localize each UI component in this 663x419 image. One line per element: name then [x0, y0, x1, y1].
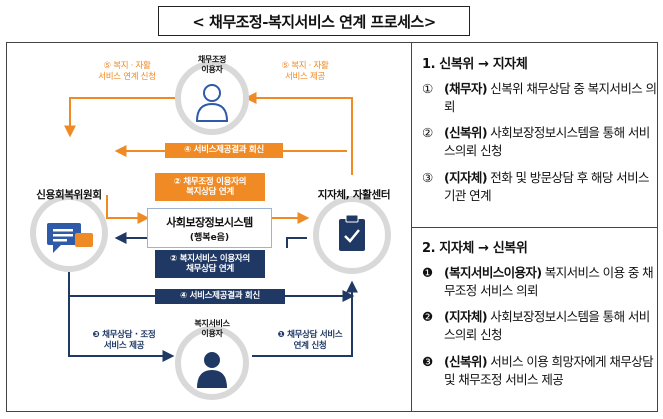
orange-request-box: ② 채무조정 이용자의 복지상담 연계	[155, 173, 265, 201]
right-org-label: 지자체, 자활센터	[317, 189, 391, 201]
section-2-item-3: ❸ (신복위) 서비스 이용 희망자에게 채무상담 및 채무조정 서비스 제공	[422, 353, 654, 387]
system-name: 사회보장정보시스템	[166, 215, 253, 229]
process-diagram: 채무조정 이용자 복지서비스 이용자 신용회복위원회 지자체, 자활센터 ⑤ 복…	[7, 43, 411, 411]
horizontal-divider	[411, 227, 658, 228]
flow-bottom-left-label: ❸ 채무상담 · 조정 서비스 제공	[92, 330, 156, 351]
arrow-orange-request	[106, 195, 150, 224]
orange-return-bar: ④ 서비스제공결과 회신	[165, 143, 283, 158]
diagram-title: < 채무조정-복지서비스 연계 프로세스>	[158, 6, 470, 36]
flow-bottom-right-label: ❶ 채무상담 서비스 연계 신청	[277, 330, 343, 351]
social-security-system-box: 사회보장정보시스템 (행복e음)	[147, 208, 272, 248]
clipboard-icon	[339, 214, 365, 251]
section-2-title: 2. 지자체 → 신복위	[422, 241, 528, 256]
arrow-bottom-left	[68, 258, 175, 362]
navy-request-box: ② 복지서비스 이용자의 채무상담 연계	[155, 250, 265, 278]
system-subname: (행복e음)	[189, 232, 230, 243]
person-outline-icon	[195, 84, 229, 122]
left-org-label: 신용회복위원회	[36, 189, 102, 201]
arrow-navy-request	[286, 237, 307, 248]
flow-top-left-label: ⑤ 복지 · 자활 서비스 연계 신청	[98, 61, 156, 82]
arrow-top-right	[244, 92, 353, 175]
panel-section-2: 2. 지자체 → 신복위 ❶ (복지서비스이용자) 복지서비스 이용 중 채무조…	[412, 228, 657, 389]
section-1-title: 1. 신복위 → 지자체	[422, 57, 528, 72]
section-2-item-1: ❶ (복지서비스이용자) 복지서비스 이용 중 채무조정 서비스 의뢰	[422, 265, 654, 299]
chat-bubbles-icon	[47, 223, 93, 253]
section-2-item-2: ❷ (지자체) 사회보장정보시스템을 통해 서비스의뢰 신청	[422, 309, 650, 343]
bottom-user-label: 복지서비스 이용자	[194, 319, 230, 338]
section-1-item-1: ① (채무자) 신복위 채무상담 중 복지서비스 의뢰	[422, 81, 657, 115]
top-user-label: 채무조정 이용자	[197, 55, 227, 74]
top-user-circle	[175, 61, 249, 135]
flow-top-right-label: ⑤ 복지 · 자활 서비스 제공	[281, 61, 329, 82]
section-1-item-3: ③ (지자체) 전화 및 방문상담 후 해당 서비스기관 연계	[422, 169, 649, 203]
panel-section-1: 1. 신복위 → 지자체 ① (채무자) 신복위 채무상담 중 복지서비스 의뢰…	[412, 44, 657, 205]
arrow-top-left	[64, 97, 177, 138]
section-1-item-2: ② (신복위) 사회보장정보시스템을 통해 서비스의뢰 신청	[422, 125, 650, 159]
arrow-bottom-right	[252, 280, 358, 357]
navy-return-bar: ④ 서비스제공결과 회신	[155, 289, 285, 304]
person-solid-icon	[197, 352, 227, 388]
diagram-graphics	[30, 61, 391, 400]
